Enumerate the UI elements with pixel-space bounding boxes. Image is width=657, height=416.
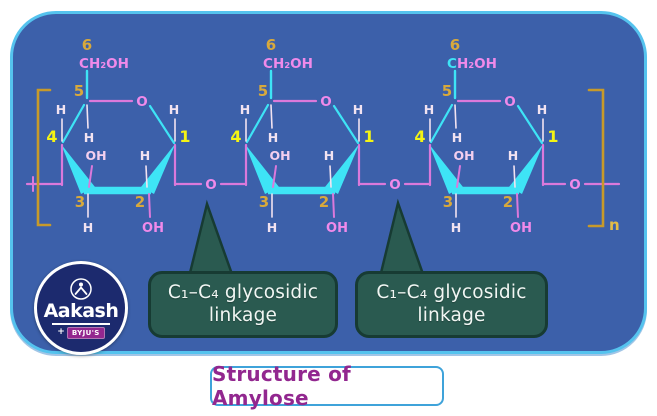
title-box: Structure of Amylose	[210, 362, 444, 410]
callout-1-line2: linkage	[208, 304, 278, 326]
page-title: Structure of Amylose	[212, 362, 351, 410]
callout-2-line2: linkage	[417, 304, 486, 326]
logo-underline	[52, 322, 110, 325]
callout-2-line1: C₁–C₄ glycosidic	[376, 281, 527, 303]
callout-1-line1: C₁–C₄ glycosidic	[167, 281, 319, 303]
logo-brand-text: Aakash	[43, 299, 119, 322]
glycosidic-linkage-callout-1: C₁–C₄ glycosidic linkage	[148, 271, 338, 338]
glycosidic-linkage-callout-2: C₁–C₄ glycosidic linkage	[355, 271, 548, 338]
logo-badge-row: + BYJU'S	[57, 326, 105, 340]
aakash-person-icon	[70, 278, 92, 300]
aakash-byjus-logo: Aakash + BYJU'S	[34, 261, 128, 355]
logo-byjus-badge: BYJU'S	[66, 326, 105, 340]
logo-plus-sign: +	[57, 327, 65, 338]
